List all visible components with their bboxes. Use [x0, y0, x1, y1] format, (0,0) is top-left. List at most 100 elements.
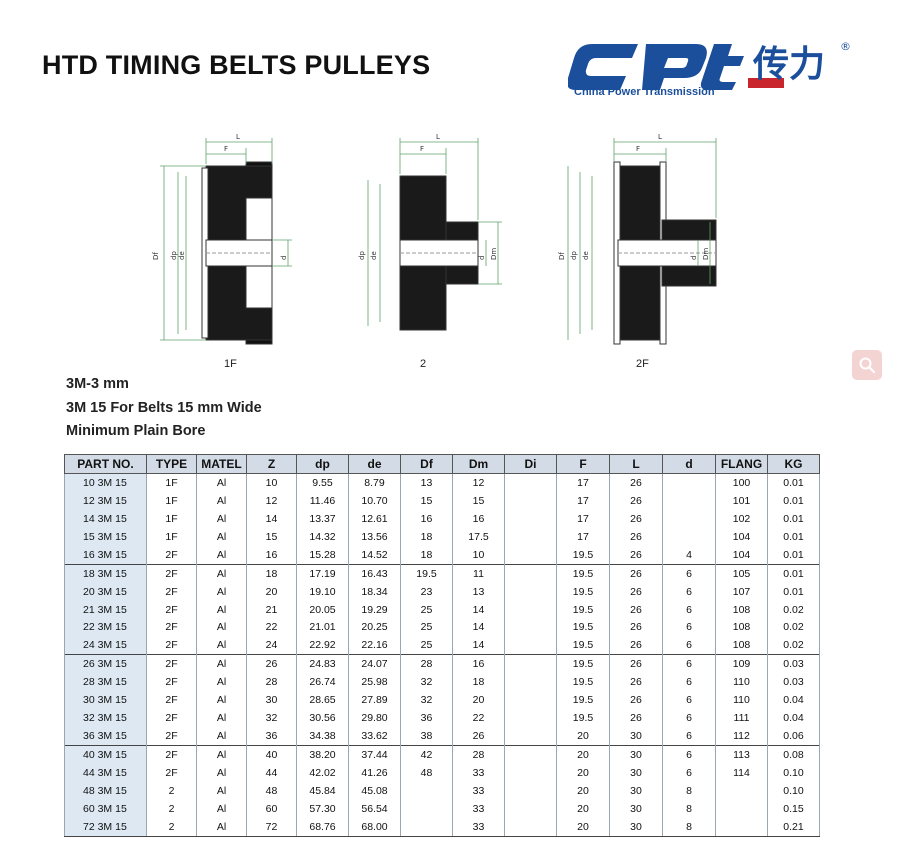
table-cell: 0.02 [767, 636, 820, 655]
table-cell: 0.10 [767, 764, 820, 782]
table-cell: 114 [715, 764, 768, 782]
table-cell: 19.5 [556, 582, 610, 601]
table-cell: Al [196, 799, 247, 818]
table-cell: 12 [246, 491, 297, 510]
table-cell: 8 [662, 817, 716, 837]
table-cell [504, 764, 557, 782]
table-cell: 26 [452, 727, 505, 746]
dim-dp: dp [570, 251, 578, 260]
part-number-cell: 32 3M 15 [64, 709, 147, 728]
table-cell: 6 [662, 673, 716, 692]
spec-bore-note: Minimum Plain Bore [66, 423, 206, 439]
table-cell: 30.56 [296, 709, 349, 728]
table-cell: Al [196, 709, 247, 728]
table-cell: 26 [246, 654, 297, 674]
table-cell [504, 509, 557, 528]
table-cell [504, 491, 557, 510]
table-cell: 0.03 [767, 673, 820, 692]
dim-df: Df [152, 252, 160, 260]
table-cell: 28.65 [296, 691, 349, 710]
table-cell [504, 654, 557, 674]
table-cell: 6 [662, 654, 716, 674]
table-cell: 6 [662, 636, 716, 655]
table-cell: 15 [246, 527, 297, 546]
table-cell: 8 [662, 799, 716, 818]
table-cell: 104 [715, 527, 768, 546]
table-cell: 33 [452, 817, 505, 837]
table-cell: Al [196, 618, 247, 637]
table-cell: 26 [609, 709, 663, 728]
table-cell: 19.5 [556, 709, 610, 728]
table-cell: 6 [662, 764, 716, 782]
table-cell: 0.01 [767, 527, 820, 546]
table-cell: 6 [662, 600, 716, 619]
table-cell: 108 [715, 600, 768, 619]
table-cell: 0.01 [767, 491, 820, 510]
table-cell: 16 [400, 509, 453, 528]
table-cell: Al [196, 582, 247, 601]
table-cell: 112 [715, 727, 768, 746]
table-cell: 32 [400, 691, 453, 710]
table-cell: 18 [246, 563, 297, 583]
table-cell: 30 [609, 764, 663, 782]
zoom-button[interactable] [852, 350, 882, 380]
part-number-cell: 15 3M 15 [64, 527, 147, 546]
table-cell: 38 [400, 727, 453, 746]
table-cell: 1F [146, 527, 197, 546]
table-cell: Al [196, 727, 247, 746]
table-cell: 21.01 [296, 618, 349, 637]
table-cell: 104 [715, 545, 768, 565]
table-cell: 15.28 [296, 545, 349, 565]
cpt-logo: 传力 ® [568, 40, 851, 90]
table-cell: 60 [246, 799, 297, 818]
table-cell: 18.34 [348, 582, 401, 601]
column-header: L [609, 454, 663, 474]
table-cell: 24.07 [348, 654, 401, 674]
table-cell: 2F [146, 654, 197, 674]
table-cell: 18 [400, 545, 453, 565]
table-cell: 4 [662, 545, 716, 565]
column-header: FLANG [715, 454, 768, 474]
table-cell: 20 [556, 781, 610, 800]
table-cell: 1F [146, 491, 197, 510]
dim-de: de [582, 251, 590, 260]
table-cell: Al [196, 563, 247, 583]
table-cell: 6 [662, 582, 716, 601]
part-number-cell: 10 3M 15 [64, 472, 147, 492]
table-cell: 25 [400, 618, 453, 637]
table-cell: 30 [609, 817, 663, 837]
table-cell: 19.10 [296, 582, 349, 601]
table-cell: 22.92 [296, 636, 349, 655]
table-cell: 68.00 [348, 817, 401, 837]
table-cell: 57.30 [296, 799, 349, 818]
table-cell: 40 [246, 745, 297, 764]
table-cell: 2F [146, 673, 197, 692]
column-header: de [348, 454, 401, 474]
table-cell: Al [196, 527, 247, 546]
table-cell: 30 [609, 745, 663, 764]
column-header: d [662, 454, 716, 474]
table-cell: Al [196, 472, 247, 492]
table-cell: Al [196, 781, 247, 800]
table-cell: 20 [556, 764, 610, 782]
dim-dp: dp [358, 251, 366, 260]
table-cell: 6 [662, 691, 716, 710]
table-cell: 26 [609, 472, 663, 492]
table-cell: 110 [715, 691, 768, 710]
table-cell: 37.44 [348, 745, 401, 764]
table-cell: 22 [246, 618, 297, 637]
part-number-cell: 21 3M 15 [64, 600, 147, 619]
dim-dp: dp [170, 251, 178, 260]
table-cell [504, 618, 557, 637]
table-cell [715, 799, 768, 818]
table-cell [400, 781, 453, 800]
table-cell: 30 [609, 727, 663, 746]
dim-f: F [420, 145, 424, 153]
table-cell: Al [196, 654, 247, 674]
